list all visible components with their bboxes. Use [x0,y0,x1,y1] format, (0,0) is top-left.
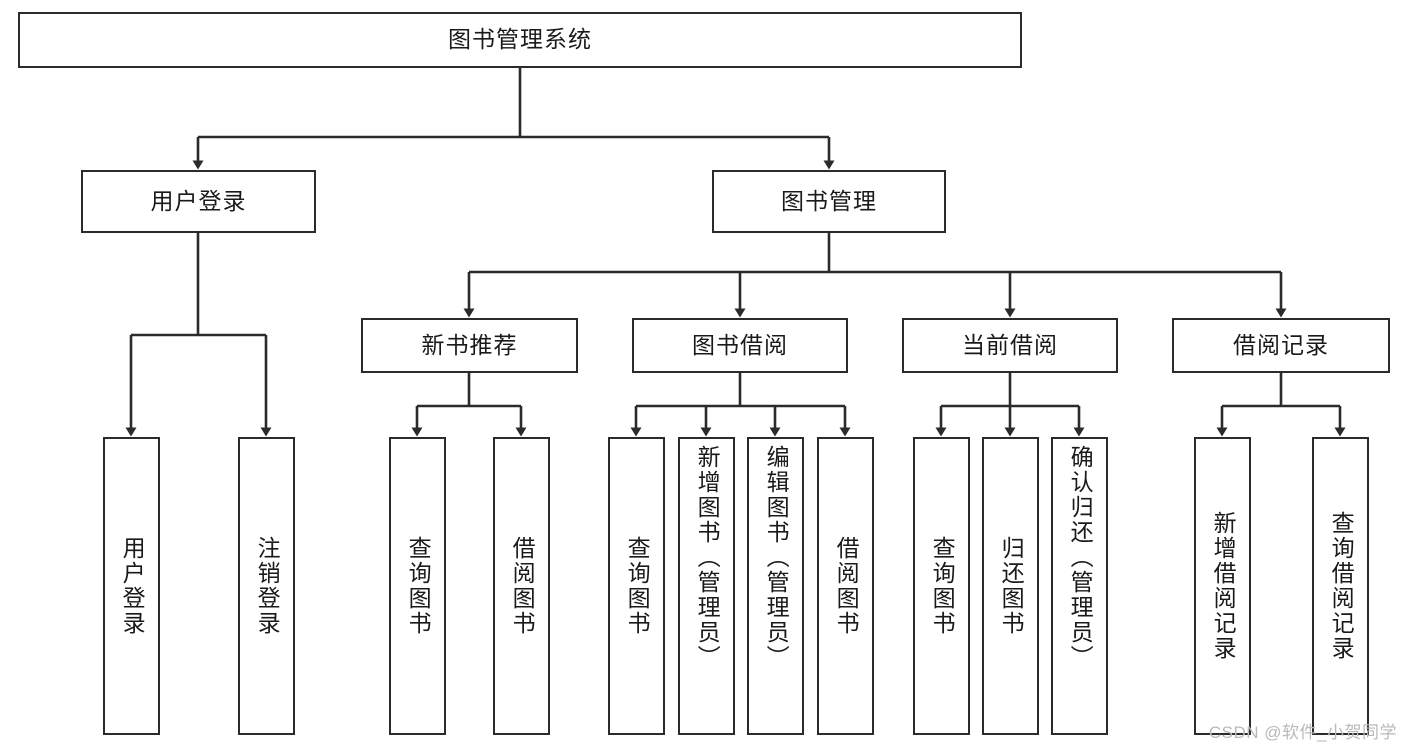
node-book-management[interactable]: 图书管理 [712,170,946,233]
leaf-book-borrow-edit[interactable]: 编辑图书（管理员） [747,437,804,735]
node-current-borrow-label: 当前借阅 [962,331,1058,358]
node-book-management-label: 图书管理 [781,187,877,214]
node-root-system[interactable]: 图书管理系统 [18,12,1022,68]
node-new-book-recommend[interactable]: 新书推荐 [361,318,578,373]
node-user-login[interactable]: 用户登录 [81,170,316,233]
leaf-new-book-query[interactable]: 查询图书 [389,437,446,735]
leaf-book-borrow-query[interactable]: 查询图书 [608,437,665,735]
leaf-user-login-signout[interactable]: 注销登录 [238,437,295,735]
leaf-book-borrow-add-label: 新增图书（管理员） [694,445,721,670]
leaf-book-borrow-borrow[interactable]: 借阅图书 [817,437,874,735]
leaf-borrow-record-add[interactable]: 新增借阅记录 [1194,437,1251,735]
leaf-current-borrow-query-label: 查询图书 [929,536,956,636]
leaf-user-login-signin[interactable]: 用户登录 [103,437,160,735]
node-new-book-recommend-label: 新书推荐 [421,331,518,358]
leaf-new-book-borrow[interactable]: 借阅图书 [493,437,550,735]
leaf-current-borrow-query[interactable]: 查询图书 [913,437,970,735]
leaf-borrow-record-query-label: 查询借阅记录 [1328,511,1355,661]
leaf-borrow-record-query[interactable]: 查询借阅记录 [1312,437,1369,735]
leaf-book-borrow-edit-label: 编辑图书（管理员） [763,445,790,670]
leaf-current-borrow-return[interactable]: 归还图书 [982,437,1039,735]
leaf-borrow-record-add-label: 新增借阅记录 [1210,511,1237,661]
node-borrow-record-label: 借阅记录 [1233,331,1329,358]
node-user-login-label: 用户登录 [150,187,247,214]
node-book-borrow[interactable]: 图书借阅 [632,318,848,373]
leaf-new-book-borrow-label: 借阅图书 [509,536,536,636]
leaf-book-borrow-add[interactable]: 新增图书（管理员） [678,437,735,735]
node-current-borrow[interactable]: 当前借阅 [902,318,1118,373]
leaf-current-borrow-confirm-label: 确认归还（管理员） [1067,445,1094,670]
leaf-book-borrow-borrow-label: 借阅图书 [833,536,860,636]
leaf-user-login-signout-label: 注销登录 [254,536,281,636]
leaf-current-borrow-confirm[interactable]: 确认归还（管理员） [1051,437,1108,735]
leaf-new-book-query-label: 查询图书 [405,536,432,636]
leaf-user-login-signin-label: 用户登录 [119,536,146,636]
leaf-book-borrow-query-label: 查询图书 [624,536,651,636]
node-book-borrow-label: 图书借阅 [692,331,788,358]
node-borrow-record[interactable]: 借阅记录 [1172,318,1390,373]
node-root-system-label: 图书管理系统 [448,26,592,53]
leaf-current-borrow-return-label: 归还图书 [998,536,1025,636]
